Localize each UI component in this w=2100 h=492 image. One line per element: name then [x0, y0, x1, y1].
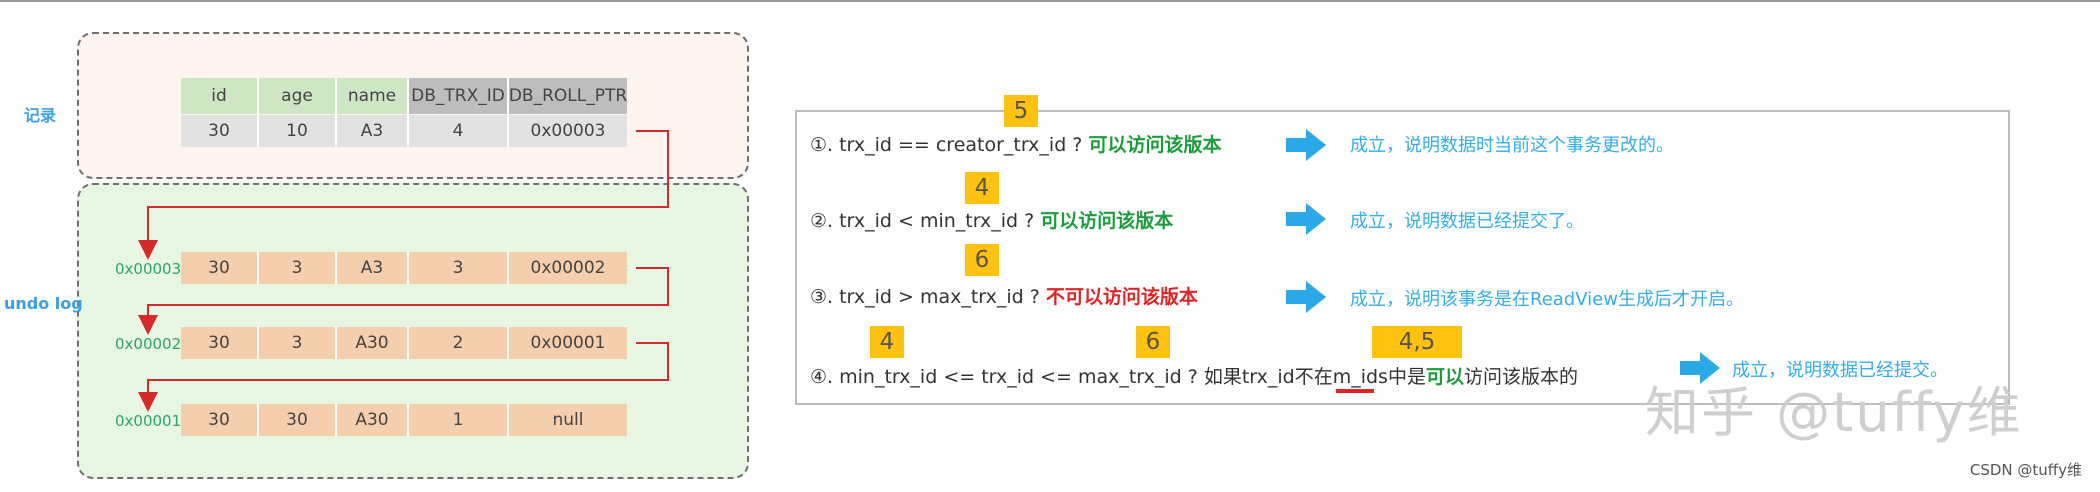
- roll-ptr-arrow: [138, 267, 669, 335]
- table-cell: 0x00003: [509, 115, 627, 147]
- header-cell: name: [337, 78, 409, 114]
- rule-text: 访问该版本的: [1463, 366, 1578, 388]
- watermark: 知乎 @tuffy维: [1645, 381, 2023, 444]
- rule-3: ③. trx_id > max_trx_id ? 不可以访问该版本: [810, 282, 1198, 309]
- table-cell: 30: [259, 404, 337, 436]
- undo-row: 30 3 A3 3 0x00002: [181, 252, 627, 284]
- record-row: 30 10 A3 4 0x00003: [181, 115, 627, 147]
- roll-ptr-arrow: [138, 130, 669, 260]
- header-cell: DB_TRX_ID: [409, 78, 509, 114]
- rule-text: ②. trx_id < min_trx_id ?: [810, 210, 1041, 232]
- badge: 5: [1004, 95, 1038, 127]
- rule-text: m_ids中是: [1332, 366, 1426, 388]
- table-cell: 30: [181, 327, 259, 359]
- rule-result: 成立，说明该事务是在ReadView生成后才开启。: [1350, 289, 1744, 310]
- right-arrow-icon: [1286, 129, 1326, 161]
- table-cell: 3: [409, 252, 509, 284]
- rule-verdict: 可以访问该版本: [1088, 134, 1222, 156]
- rule-4: ④. min_trx_id <= trx_id <= max_trx_id ? …: [810, 362, 1578, 389]
- table-cell: 10: [259, 115, 337, 147]
- table-cell: A3: [337, 252, 409, 284]
- right-arrow-icon: [1286, 203, 1326, 235]
- rule-verdict: 可以访问该版本: [1040, 210, 1174, 232]
- table-cell: 0x00002: [509, 252, 627, 284]
- table-cell: 0x00001: [509, 327, 627, 359]
- rule-result: 成立，说明数据已经提交了。: [1350, 211, 1584, 232]
- table-header: id age name DB_TRX_ID DB_ROLL_PTR: [181, 78, 627, 114]
- table-cell: 4: [409, 115, 509, 147]
- table-cell: 30: [181, 404, 259, 436]
- record-label: 记录: [24, 106, 57, 125]
- header-cell: age: [259, 78, 337, 114]
- right-arrow-icon: [1680, 352, 1720, 384]
- table-cell: 30: [181, 115, 259, 147]
- badge: 4: [870, 326, 904, 358]
- top-border: [0, 0, 2100, 2]
- header-cell: id: [181, 78, 259, 114]
- badge: 6: [965, 244, 999, 276]
- rule-verdict: 可以: [1425, 366, 1464, 388]
- table-cell: 1: [409, 404, 509, 436]
- rule-text: ③. trx_id > max_trx_id ?: [810, 286, 1046, 308]
- rule-1: ①. trx_id == creator_trx_id ? 可以访问该版本: [810, 130, 1221, 157]
- table-cell: 2: [409, 327, 509, 359]
- red-underline: [1336, 389, 1374, 393]
- undo-log-label: undo log: [4, 294, 83, 313]
- table-cell: null: [509, 404, 627, 436]
- rule-result: 成立，说明数据时当前这个事务更改的。: [1350, 135, 1674, 156]
- table-cell: A30: [337, 404, 409, 436]
- undo-row: 30 30 A30 1 null: [181, 404, 627, 436]
- undo-address: 0x00003: [115, 260, 182, 278]
- table-cell: A30: [337, 327, 409, 359]
- rule-text: ①. trx_id == creator_trx_id ?: [810, 134, 1089, 156]
- rule-text: ④. min_trx_id <= trx_id <= max_trx_id ? …: [810, 366, 1295, 388]
- undo-address: 0x00001: [115, 412, 182, 430]
- header-cell: DB_ROLL_PTR: [509, 78, 627, 114]
- badge: 4: [965, 172, 999, 204]
- rule-2: ②. trx_id < min_trx_id ? 可以访问该版本: [810, 206, 1173, 233]
- rule-verdict: 不可以访问该版本: [1045, 286, 1198, 308]
- badge: 4,5: [1372, 326, 1462, 358]
- credit-text: CSDN @tuffy维: [1969, 461, 2082, 479]
- undo-row: 30 3 A30 2 0x00001: [181, 327, 627, 359]
- table-cell: 30: [181, 252, 259, 284]
- table-cell: 3: [259, 252, 337, 284]
- badge: 6: [1136, 326, 1170, 358]
- roll-ptr-arrow: [138, 342, 669, 412]
- table-cell: 3: [259, 327, 337, 359]
- rule-negation: 不在: [1294, 366, 1333, 388]
- table-cell: A3: [337, 115, 409, 147]
- undo-address: 0x00002: [115, 335, 182, 353]
- rule-result: 成立，说明数据已经提交。: [1732, 360, 1948, 381]
- right-arrow-icon: [1286, 281, 1326, 313]
